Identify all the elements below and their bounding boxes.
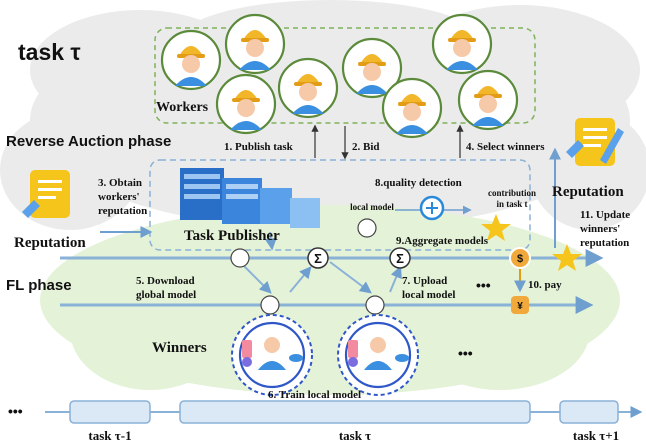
winner-icon-2 xyxy=(337,314,419,396)
sigma-label-1: Σ xyxy=(314,251,322,266)
ellipsis-timeline: ••• xyxy=(8,403,23,419)
step-11-line2: winners' xyxy=(580,223,620,235)
reverse-auction-phase-label: Reverse Auction phase xyxy=(6,133,171,150)
reputation-left-label: Reputation xyxy=(14,235,86,251)
winners-label: Winners xyxy=(152,340,207,356)
sigma-aggregators: Σ Σ xyxy=(307,247,411,269)
diagram-title: task τ xyxy=(18,39,81,65)
task-publisher-label: Task Publisher xyxy=(184,228,280,244)
step-5-line2: global model xyxy=(136,289,196,301)
quality-detection-icon xyxy=(419,195,445,221)
auction-cloud xyxy=(0,0,646,230)
reputation-right-label: Reputation xyxy=(552,184,624,200)
svg-text:$: $ xyxy=(517,253,523,265)
bottom-timeline xyxy=(45,400,643,424)
step-4-label: 4. Select winners xyxy=(466,141,545,153)
fl-area xyxy=(40,205,620,395)
step-2-label: 2. Bid xyxy=(352,141,380,153)
money-bag-icon: ¥ xyxy=(511,296,529,314)
workers-box xyxy=(154,27,536,124)
step-11-line1: 11. Update xyxy=(580,209,630,221)
network-node-icons xyxy=(230,218,385,315)
step-5-line1: 5. Download xyxy=(136,275,195,287)
step-3-line2: workers' xyxy=(98,191,140,203)
reputation-star-icon xyxy=(552,244,582,271)
step-11-line3: reputation xyxy=(580,237,629,249)
reputation-left-icon xyxy=(22,170,70,218)
step-1-label: 1. Publish task xyxy=(224,141,294,153)
step-10-label: 10. pay xyxy=(528,279,562,291)
timeline-prev-label: task τ-1 xyxy=(88,428,131,443)
step-9-label: 9.Aggregate models xyxy=(396,235,489,247)
step-3-line1: 3. Obtain xyxy=(98,177,142,189)
reputation-right-icon xyxy=(566,118,624,166)
winner-icon-1 xyxy=(231,314,313,396)
ellipsis-fl: ••• xyxy=(476,277,491,293)
step-7-line1: 7. Upload xyxy=(402,275,447,287)
contribution-label-2: in task t xyxy=(496,199,527,209)
step-3-line3: reputation xyxy=(98,205,147,217)
ellipsis-winners: ••• xyxy=(458,345,473,361)
sigma-label-2: Σ xyxy=(396,251,404,266)
workers-label: Workers xyxy=(156,100,209,115)
step-6-label: 6. Train local model xyxy=(268,389,361,401)
step-8-label: 8.quality detection xyxy=(375,177,462,189)
coin-icon: $ xyxy=(509,247,531,269)
timeline-next-label: task τ+1 xyxy=(573,428,619,443)
svg-text:¥: ¥ xyxy=(517,301,523,312)
step-7-line2: local model xyxy=(402,289,455,301)
local-model-label: local model xyxy=(350,202,394,212)
timeline-current-label: task τ xyxy=(339,428,371,443)
contribution-label-1: contribution xyxy=(488,188,536,198)
fl-phase-label: FL phase xyxy=(6,277,72,294)
contribution-star-icon xyxy=(481,214,511,241)
task-publisher-box xyxy=(149,159,531,251)
server-icon xyxy=(180,168,320,228)
